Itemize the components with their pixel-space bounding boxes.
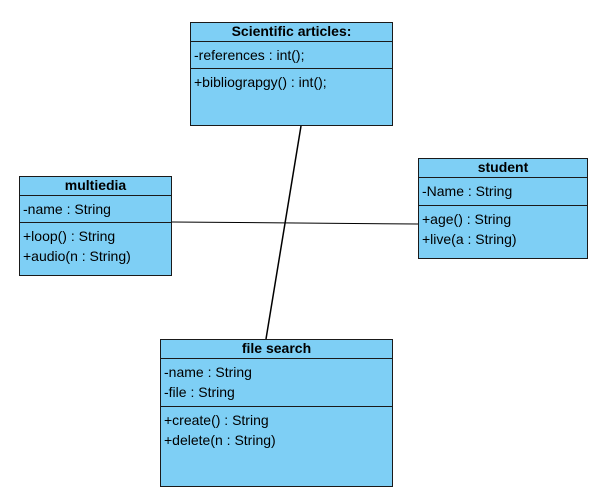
attributes-section: -references : int(); xyxy=(191,42,392,69)
class-name: multiedia xyxy=(20,177,171,196)
attributes-section: -name : String xyxy=(20,196,171,223)
operations-section: +bibliograpgy() : int(); xyxy=(191,69,392,94)
class-student[interactable]: student -Name : String +age() : String +… xyxy=(418,158,588,259)
operations-section: +age() : String +live(a : String) xyxy=(419,206,587,251)
attributes-section: -name : String -file : String xyxy=(161,359,392,407)
operation: +loop() : String xyxy=(23,228,116,244)
operation: +create() : String xyxy=(164,412,269,428)
class-file-search[interactable]: file search -name : String -file : Strin… xyxy=(160,339,393,487)
operations-section: +create() : String +delete(n : String) xyxy=(161,407,392,452)
class-name: student xyxy=(419,159,587,178)
class-multiedia[interactable]: multiedia -name : String +loop() : Strin… xyxy=(19,176,172,276)
operation: +live(a : String) xyxy=(422,231,517,247)
attributes-section: -Name : String xyxy=(419,178,587,206)
operation: +audio(n : String) xyxy=(23,248,131,264)
association-line-scientific-articles-file-search[interactable] xyxy=(265,125,302,340)
attribute: -name : String xyxy=(23,201,111,217)
class-scientific-articles[interactable]: Scientific articles: -references : int()… xyxy=(190,22,393,126)
class-name: file search xyxy=(161,340,392,359)
association-line-multiedia-student[interactable] xyxy=(171,221,419,225)
attribute: -file : String xyxy=(164,384,235,400)
attribute: -Name : String xyxy=(422,183,513,199)
operations-section: +loop() : String +audio(n : String) xyxy=(20,223,171,268)
operation: +age() : String xyxy=(422,211,512,227)
operation: +bibliograpgy() : int(); xyxy=(194,74,327,90)
attribute: -name : String xyxy=(164,364,252,380)
operation: +delete(n : String) xyxy=(164,432,276,448)
class-name: Scientific articles: xyxy=(191,23,392,42)
attribute: -references : int(); xyxy=(194,47,305,63)
